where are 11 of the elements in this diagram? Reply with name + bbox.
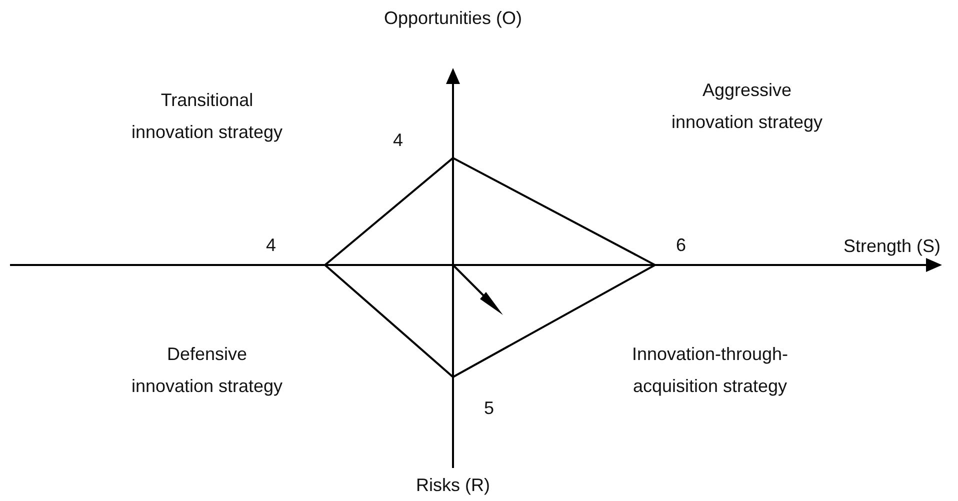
axis-label: Opportunities (O): [384, 7, 522, 30]
quadrant-label: Aggressive innovation strategy: [670, 79, 824, 134]
axis-label: Risks (R): [416, 474, 490, 497]
axis-value: 5: [484, 397, 494, 420]
axis-value: 4: [266, 234, 276, 257]
axis-value: 4: [393, 129, 403, 152]
quadrant-label: Transitional innovation strategy: [130, 89, 284, 144]
quadrant-label: Defensive innovation strategy: [130, 343, 284, 398]
axis-value: 6: [676, 234, 686, 257]
quadrant-label: Innovation-through-acquisition strategy: [630, 343, 790, 398]
axis-label: Strength (S): [843, 235, 941, 258]
